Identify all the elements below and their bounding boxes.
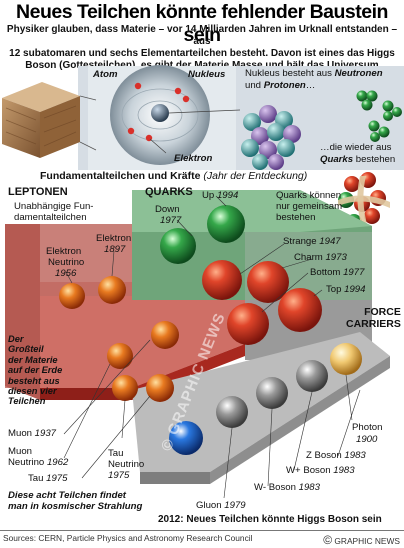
electron-neutrino-label-2: Neutrino	[48, 257, 85, 268]
w-plus-label: W+ Boson 1983	[286, 465, 355, 476]
higgs-note: 2012: Neues Teilchen könnte Higgs Boson …	[158, 514, 382, 525]
nucleus-icon	[151, 104, 169, 122]
quark-description: …die wieder aus	[320, 142, 392, 153]
top-quark-particle	[278, 288, 322, 332]
gluon-particle	[216, 396, 248, 428]
neutron-cluster-icon	[356, 90, 402, 142]
quark-description-2: Quarks bestehen	[320, 154, 396, 165]
tau-neutrino-year: 1975	[108, 470, 130, 481]
quarks-note-3: bestehen	[276, 212, 316, 223]
footer-divider	[0, 530, 404, 531]
wood-cube-icon	[2, 82, 97, 158]
w-plus-boson-particle	[296, 360, 328, 392]
electron-icon	[182, 95, 190, 103]
down-label: Down	[155, 204, 180, 215]
strange-quark-particle	[202, 260, 242, 300]
bottom-label: Bottom 1977	[310, 267, 365, 278]
higgs-boson-particle	[169, 421, 203, 455]
quarks-header: QUARKS	[145, 186, 193, 198]
electron-neutrino-particle	[59, 283, 85, 309]
bottom-quark-particle	[227, 303, 269, 345]
muon-label: Muon 1937	[8, 428, 57, 439]
electron-neutrino-year: 1956	[55, 268, 77, 279]
muon-neutrino-label-2: Neutrino 1962	[8, 457, 69, 468]
credit: © GRAPHIC NEWS	[323, 533, 400, 547]
muon-neutrino-particle	[107, 343, 133, 369]
tau-neutrino-label-2: Neutrino	[108, 459, 145, 470]
nucleus-description: Nukleus besteht aus Neutronen	[245, 68, 383, 79]
matter-note: Der Großteil der Materie auf der Erde be…	[8, 334, 63, 407]
force-carriers-header: FORCE CARRIERS	[346, 306, 401, 330]
leptonen-subtitle: Unabhängige Fun-	[14, 201, 94, 212]
tau-label: Tau 1975	[28, 473, 68, 484]
muon-particle	[151, 321, 179, 349]
copyright-symbol: ©	[323, 533, 333, 547]
charm-quark-particle	[247, 261, 289, 303]
atom-panel	[2, 65, 404, 230]
page-title: Neues Teilchen könnte fehlender Baustein…	[16, 1, 388, 46]
w-minus-label: W- Boson 1983	[254, 482, 320, 493]
tau-neutrino-label: Tau	[108, 448, 124, 459]
lepton-platform	[5, 224, 245, 400]
electron-label-particle: Elektron	[96, 233, 132, 244]
section-title: Fundamentalteilchen und Kräfte (Jahr der…	[40, 170, 308, 182]
photon-particle	[330, 343, 362, 375]
quarks-note: Quarks können	[276, 190, 342, 201]
electron-icon	[127, 127, 135, 135]
down-quark-particle	[160, 228, 196, 264]
electron-icon	[134, 82, 142, 90]
intro-line: Physiker glauben, dass Materie – vor 14 …	[6, 24, 398, 47]
photon-label: Photon	[352, 422, 383, 433]
electron-year: 1897	[104, 244, 126, 255]
up-quark-particle	[207, 205, 245, 243]
nucleus-description-2: und Protonen…	[245, 80, 316, 91]
down-year: 1977	[160, 215, 182, 226]
leader-lines	[63, 195, 361, 499]
gluon-label: Gluon 1979	[196, 500, 246, 511]
leptonen-subtitle-2: damentalteilchen	[14, 212, 87, 223]
strange-label: Strange 1947	[283, 236, 341, 247]
nucleus-label: Nukleus	[188, 69, 226, 80]
cosmic-note-2: man in kosmischer Strahlung	[8, 501, 143, 512]
atom-icon	[110, 65, 241, 165]
charm-label: Charm 1973	[294, 252, 347, 263]
muon-neutrino-label: Muon	[8, 446, 32, 457]
electron-label: Elektron	[174, 153, 213, 164]
intro-line: 12 subatomaren und sechs Elementarteilch…	[9, 48, 395, 59]
electron-icon	[174, 87, 182, 95]
z-boson-label: Z Boson 1983	[306, 450, 366, 461]
atom-label: Atom	[93, 69, 118, 80]
tau-particle	[146, 374, 174, 402]
up-label: Up 1994	[202, 190, 239, 201]
electron-particle	[98, 276, 126, 304]
nucleus-cluster-icon	[241, 105, 301, 170]
tau-neutrino-particle	[112, 375, 138, 401]
top-label: Top 1994	[326, 284, 366, 295]
leptonen-header: LEPTONEN	[8, 186, 68, 198]
cosmic-note: Diese acht Teilchen findet	[8, 490, 126, 501]
electron-neutrino-label: Elektron	[46, 246, 82, 257]
photon-year: 1900	[356, 434, 378, 445]
w-minus-boson-particle	[256, 377, 288, 409]
sources: Sources: CERN, Particle Physics and Astr…	[3, 533, 253, 543]
quarks-note-2: nur gemeinsam	[276, 201, 343, 212]
